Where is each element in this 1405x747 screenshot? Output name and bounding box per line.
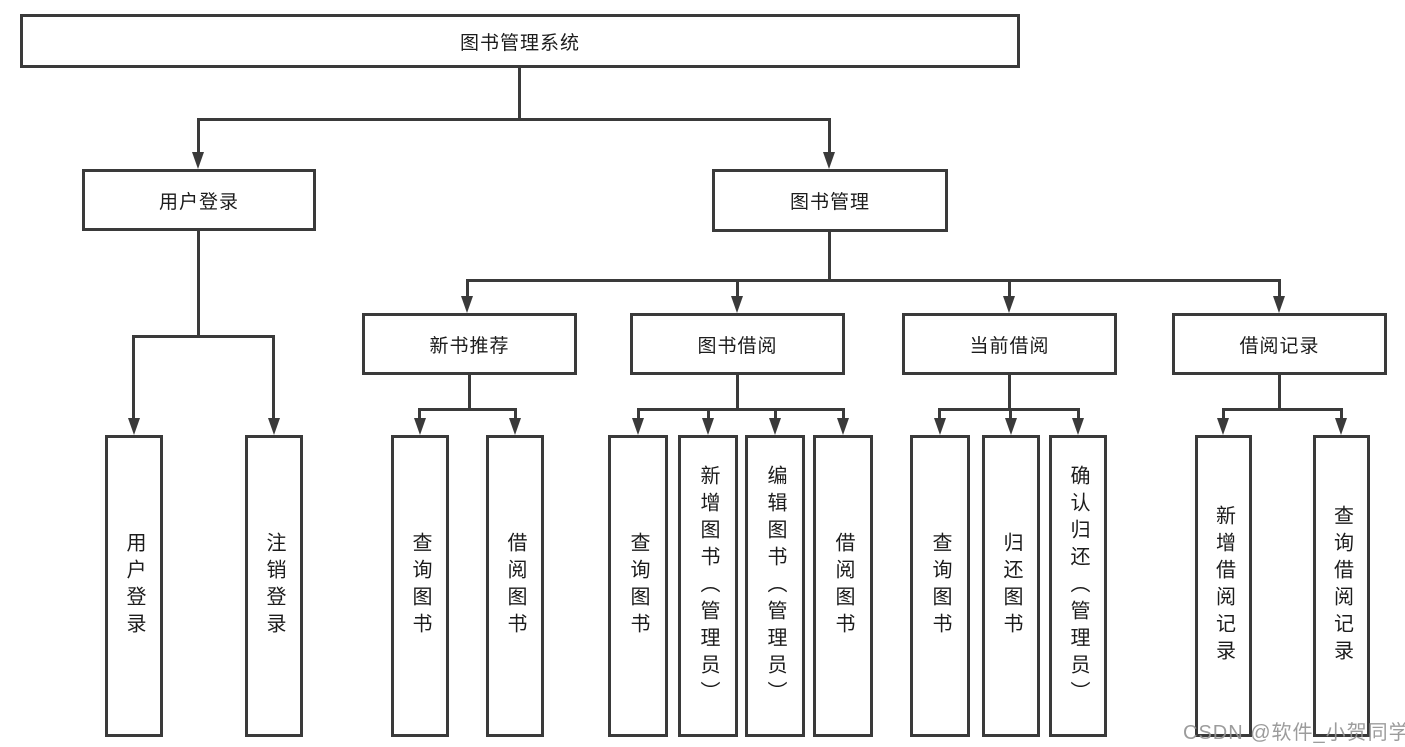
csdn-watermark: CSDN @软件_小贺同学	[1183, 722, 1405, 744]
connector-newrec-trunk	[468, 375, 471, 408]
connector-mgmt-bus	[467, 279, 1281, 282]
connector-borrow-trunk	[736, 375, 739, 408]
connector-drop	[1340, 408, 1343, 420]
connector-newrec-bus	[418, 408, 517, 411]
connector-drop	[637, 408, 640, 420]
connector-drop	[1009, 408, 1012, 420]
leaf-query-borrow-record: 查询借阅记录	[1313, 435, 1370, 737]
node-user-login: 用户登录	[82, 169, 316, 231]
leaf-user-login: 用户登录	[105, 435, 163, 737]
arrowhead-leaf	[702, 418, 714, 435]
node-current-borrowing: 当前借阅	[902, 313, 1117, 375]
leaf-label: 查询图书	[929, 532, 951, 640]
leaf-query-books-current: 查询图书	[910, 435, 970, 737]
leaf-add-books-admin: 新增图书（管理员）	[678, 435, 738, 737]
connector-drop-current-borrow	[1008, 279, 1011, 296]
connector-drop	[418, 408, 421, 420]
connector-drop-new-book	[466, 279, 469, 296]
node-new-book-recommend: 新书推荐	[362, 313, 577, 375]
arrowhead-leaf	[1335, 418, 1347, 435]
connector-drop-book-borrow	[736, 279, 739, 296]
arrowhead-leaf	[769, 418, 781, 435]
connector-drop	[938, 408, 941, 420]
arrowhead-leaf	[1005, 418, 1017, 435]
arrowhead-leaf	[1217, 418, 1229, 435]
leaf-label: 编辑图书（管理员）	[764, 464, 786, 708]
connector-drop-leaf-login	[132, 335, 135, 418]
leaf-borrow-books: 借阅图书	[813, 435, 873, 737]
leaf-label: 用户登录	[123, 532, 145, 640]
connector-login-bus	[132, 335, 275, 338]
connector-drop	[842, 408, 845, 420]
leaf-label: 新增图书（管理员）	[697, 464, 719, 708]
leaf-label: 借阅图书	[504, 532, 526, 640]
connector-drop	[1222, 408, 1225, 420]
arrowhead-book-borrow	[731, 296, 743, 313]
leaf-edit-books-admin: 编辑图书（管理员）	[745, 435, 805, 737]
connector-root-trunk	[518, 68, 521, 118]
node-book-borrowing: 图书借阅	[630, 313, 845, 375]
arrowhead-leaf	[632, 418, 644, 435]
arrowhead-new-book	[461, 296, 473, 313]
arrowhead-leaf	[837, 418, 849, 435]
leaf-borrow-books-recommend: 借阅图书	[486, 435, 544, 737]
leaf-query-books-borrowing: 查询图书	[608, 435, 668, 737]
arrowhead-current-borrow	[1003, 296, 1015, 313]
connector-mgmt-trunk	[828, 232, 831, 279]
connector-drop	[774, 408, 777, 420]
arrowhead-user-login	[192, 152, 204, 169]
leaf-label: 确认归还（管理员）	[1067, 464, 1089, 708]
leaf-label: 借阅图书	[832, 532, 854, 640]
leaf-logout: 注销登录	[245, 435, 303, 737]
leaf-confirm-return-admin: 确认归还（管理员）	[1049, 435, 1107, 737]
node-borrowing-records: 借阅记录	[1172, 313, 1387, 375]
connector-drop-user-login	[197, 118, 200, 152]
node-library-management-system: 图书管理系统	[20, 14, 1020, 68]
connector-root-bus	[197, 118, 831, 121]
connector-drop	[1077, 408, 1080, 420]
node-label: 图书管理	[789, 192, 870, 213]
arrowhead-borrow-records	[1273, 296, 1285, 313]
node-label: 新书推荐	[429, 335, 510, 357]
connector-borrow-bus	[637, 408, 845, 411]
node-label: 用户登录	[158, 191, 239, 213]
node-label: 图书借阅	[697, 335, 778, 357]
arrowhead-leaf-login	[128, 418, 140, 435]
arrowhead-book-mgmt	[823, 152, 835, 169]
leaf-label: 新增借阅记录	[1212, 505, 1235, 667]
arrowhead-leaf	[1072, 418, 1084, 435]
connector-drop	[707, 408, 710, 420]
connector-login-trunk	[197, 231, 200, 335]
arrowhead-leaf-logout	[268, 418, 280, 435]
node-book-management: 图书管理	[712, 169, 948, 232]
leaf-label: 查询图书	[627, 532, 649, 640]
connector-drop-borrow-records	[1278, 279, 1281, 296]
leaf-label: 注销登录	[263, 532, 285, 640]
leaf-label: 查询图书	[409, 532, 431, 640]
connector-drop-leaf-logout	[272, 335, 275, 418]
connector-drop	[514, 408, 517, 420]
arrowhead-leaf	[934, 418, 946, 435]
connector-records-bus	[1222, 408, 1343, 411]
arrowhead-leaf	[509, 418, 521, 435]
node-label: 借阅记录	[1239, 335, 1320, 357]
connector-records-trunk	[1278, 375, 1281, 408]
arrowhead-leaf	[414, 418, 426, 435]
node-label: 当前借阅	[969, 335, 1050, 357]
node-label: 图书管理系统	[459, 32, 580, 54]
leaf-add-borrow-record: 新增借阅记录	[1195, 435, 1252, 737]
connector-drop-book-mgmt	[828, 118, 831, 152]
leaf-label: 查询借阅记录	[1330, 505, 1353, 667]
leaf-return-books: 归还图书	[982, 435, 1040, 737]
leaf-label: 归还图书	[1000, 532, 1022, 640]
connector-current-trunk	[1008, 375, 1011, 408]
leaf-query-books-recommend: 查询图书	[391, 435, 449, 737]
